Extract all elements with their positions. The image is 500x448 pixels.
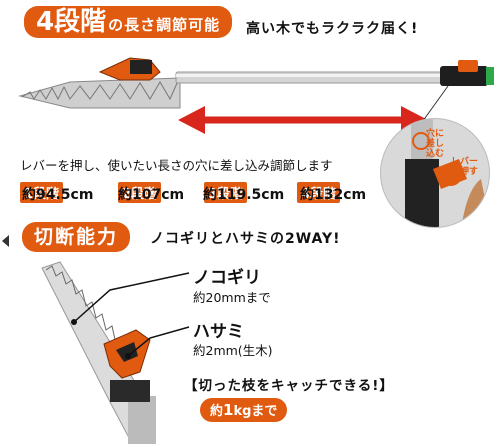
stage-suffix: の長さ調節可能	[108, 16, 221, 34]
stage-3-label: 3段階	[204, 182, 248, 203]
reach-tagline: 高い木でもラクラク届く!	[246, 21, 419, 37]
shears-capacity: 約2mm(生木)	[193, 343, 273, 358]
saw-callout-line	[73, 272, 190, 323]
stage-4-value: 約132cm	[300, 187, 367, 203]
stage-2-value: 約107cm	[118, 187, 185, 203]
shears-title: ハサミ	[193, 322, 244, 342]
saw-title: ノコギリ	[193, 268, 261, 288]
pole-saw-image	[18, 57, 494, 109]
catch-branch-text: 【切った枝をキャッチできる!】	[184, 378, 394, 394]
stage-2-label: 2段階	[118, 182, 162, 203]
weight-suffix: kgまで	[233, 404, 278, 419]
stage-1-value-text: 約94.5cm	[22, 187, 94, 203]
prev-arrow-icon[interactable]	[2, 235, 9, 247]
saw-capacity: 約20mmまで	[193, 290, 271, 305]
two-way-tagline: ノコギリとハサミの2WAY!	[150, 231, 341, 247]
shears-callout-line	[127, 326, 190, 357]
saw-and-shears-image	[41, 261, 156, 444]
weight-number: 1	[223, 401, 234, 419]
cutting-ability-header: 切断能力	[22, 222, 131, 252]
length-header: 4段階 の長さ調節可能	[24, 6, 233, 38]
stage-4-label: 4段階	[297, 182, 341, 203]
press-lever-note: レバーを押す	[451, 157, 479, 177]
stage-count: 4段階	[36, 7, 107, 37]
adjust-instruction: レバーを押し、使いたい長さの穴に差し込み調節します	[20, 158, 333, 173]
weight-prefix: 約	[210, 404, 224, 419]
stage-3-value: 約119.5cm	[203, 187, 285, 203]
lever-detail-inset: 穴に差し込む レバーを押す	[380, 118, 490, 228]
catch-weight-badge: 約 1 kgまで	[200, 398, 288, 422]
stage-1-label: 1段階	[20, 182, 64, 203]
insert-hole-note: 穴に差し込む	[426, 129, 445, 159]
